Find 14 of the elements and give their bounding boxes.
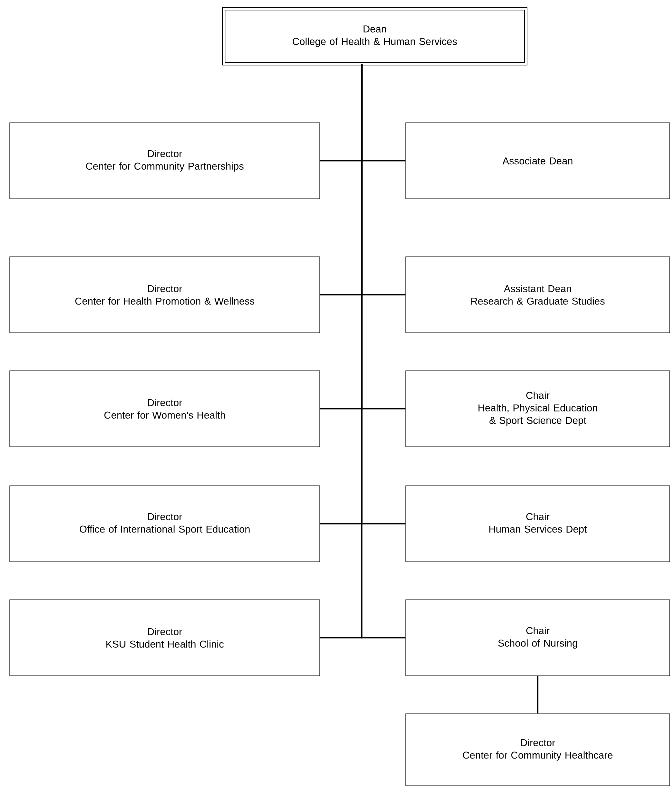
org-box: Chair Human Services Dept	[406, 486, 670, 562]
connector-line	[361, 64, 406, 639]
org-box: Director Center for Community Healthcare	[406, 714, 670, 786]
org-box: Chair School of Nursing	[406, 600, 670, 676]
org-box: Director Center for Health Promotion & Wellness	[10, 256, 320, 334]
title-box: Dean College of Health & Human Services	[222, 7, 528, 66]
org-box: Chair Health, Physical Education & Sport Science Dept	[406, 370, 670, 448]
org-box: Associate Dean	[406, 122, 670, 200]
org-box: Director KSU Student Health Clinic	[10, 600, 320, 676]
connector-line	[537, 676, 539, 714]
org-box: Assistant Dean Research & Graduate Studies	[406, 256, 670, 334]
org-box: Director Center for Women's Health	[10, 370, 320, 448]
org-box: Director Office of International Sport Education	[10, 486, 320, 562]
org-box: Director Center for Community Partnerships	[10, 122, 320, 200]
